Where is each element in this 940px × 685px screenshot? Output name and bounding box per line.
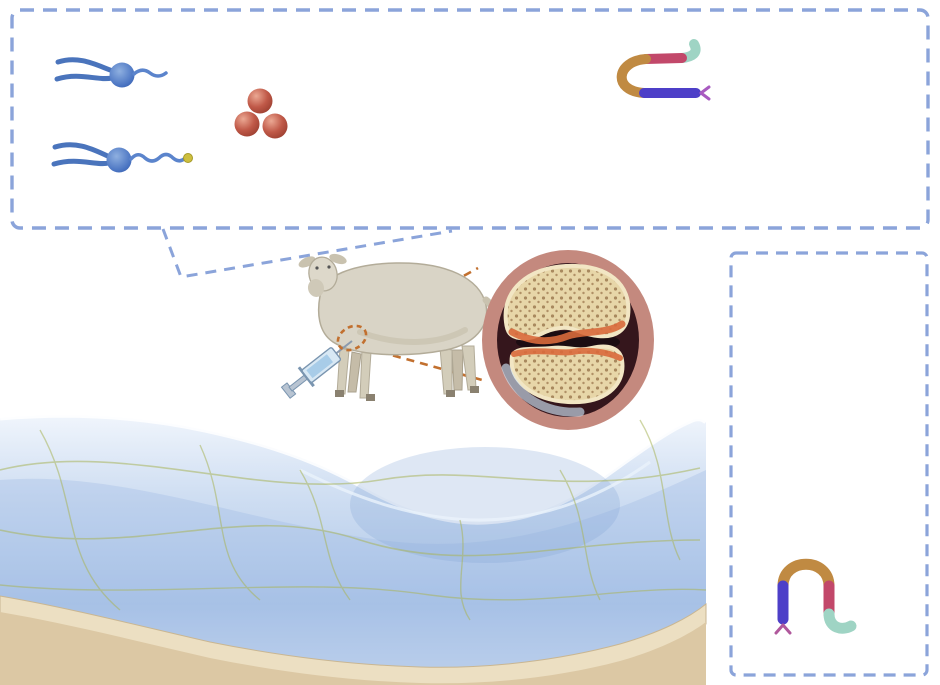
synthesis-panel-border	[10, 8, 930, 230]
peptide-hook-icon	[774, 558, 857, 635]
joint-illustration	[482, 250, 654, 430]
subchondral-bone	[0, 595, 707, 685]
collagen-mesh	[0, 419, 707, 621]
cartilage-mid-zone	[0, 470, 706, 685]
inner-surface-line	[299, 460, 651, 522]
tissue-scene	[0, 412, 708, 685]
trabecular-bone	[0, 612, 706, 685]
lipid-dspe-peg2000-icon	[54, 57, 168, 88]
callout-dashed-line	[161, 228, 453, 279]
lipid-dspe-peg3400-mal-icon	[51, 142, 193, 173]
cartilage-matrix	[0, 415, 706, 685]
injection-site-circle	[336, 324, 368, 352]
syringe-icon	[280, 340, 353, 399]
synthesis-panel-art	[51, 39, 711, 173]
peptide-panel-border	[729, 251, 929, 677]
peptide-formula-label	[739, 244, 765, 684]
iox4-spheres-icon	[234, 88, 288, 139]
peptide-icon	[616, 39, 711, 101]
